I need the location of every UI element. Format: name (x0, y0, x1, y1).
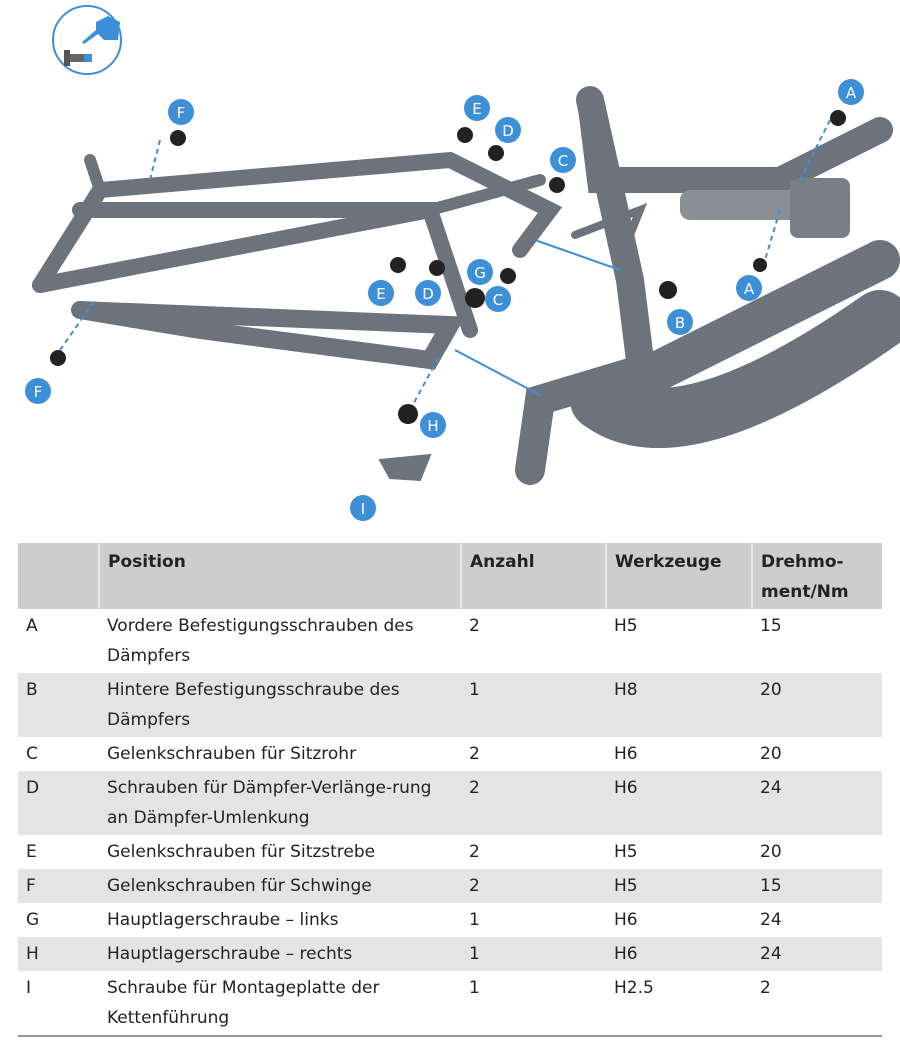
cell-tool: H5 (614, 616, 638, 636)
table-row: G Hauptlagerschraube – links 1 H6 24 (18, 903, 882, 937)
cell-torque: 24 (760, 910, 782, 930)
cell-description: Vordere Befestigungsschrauben des Dämpfe… (107, 616, 414, 666)
table-row: C Gelenkschrauben für Sitzrohr 2 H6 20 (18, 737, 882, 771)
label-G: G (467, 259, 493, 285)
cell-description: Gelenkschrauben für Sitzstrebe (107, 842, 376, 862)
cell-position-letter: A (26, 616, 38, 636)
header-werkzeuge: Werkzeuge (606, 543, 753, 609)
cell-quantity: 2 (469, 744, 480, 764)
svg-text:A: A (744, 280, 755, 298)
main-frame (378, 86, 900, 485)
cell-quantity: 1 (469, 910, 480, 930)
label-D-bottom: D (415, 280, 441, 306)
cell-description: Gelenkschrauben für Schwinge (99, 869, 461, 903)
svg-text:F: F (34, 383, 43, 401)
cell-position-letter: E (26, 842, 37, 862)
label-A-bottom: A (736, 275, 762, 301)
cell-tool: H6 (614, 744, 638, 764)
cell-position-letter: C (26, 744, 38, 764)
cell-torque: 15 (760, 616, 782, 636)
cell-description: Schrauben für Dämpfer-Verlänge-rung an D… (99, 771, 461, 835)
svg-text:G: G (474, 264, 486, 282)
svg-text:C: C (493, 291, 503, 309)
svg-text:H: H (427, 417, 438, 435)
cell-quantity: 2 (469, 616, 480, 636)
svg-text:I: I (361, 500, 365, 518)
cell-description: Hintere Befestigungsschraube des Dämpfer… (99, 673, 461, 737)
cell-description: Gelenkschrauben für Sitzrohr (107, 744, 357, 764)
label-A-top: A (838, 79, 864, 105)
cell-description: Hauptlagerschraube – rechts (99, 937, 461, 971)
label-H: H (420, 412, 446, 438)
screw-locker-icon (52, 5, 122, 75)
cell-quantity: 2 (469, 842, 480, 862)
cell-quantity: 2 (461, 771, 606, 835)
torque-table: Position Anzahl Werkzeuge Drehmo- ment/N… (18, 543, 882, 1037)
header-anzahl: Anzahl (461, 543, 607, 609)
cell-torque: 24 (752, 771, 882, 835)
rear-triangle (32, 151, 563, 370)
cell-position-letter: F (18, 869, 99, 903)
svg-text:D: D (422, 285, 434, 303)
cell-position-letter: G (26, 910, 40, 930)
exploded-frame-diagram: F E D C A G E D C B A F H I (25, 5, 900, 521)
label-C-bottom: C (485, 286, 511, 312)
callout-lines (59, 119, 831, 411)
cell-tool: H5 (606, 869, 752, 903)
cell-tool: H5 (614, 842, 638, 862)
cell-quantity: 1 (461, 971, 606, 1037)
svg-text:D: D (502, 122, 514, 140)
cell-quantity: 2 (461, 869, 606, 903)
cell-description: Schraube für Montageplatte der Kettenfüh… (99, 971, 461, 1037)
cell-torque: 20 (752, 673, 882, 737)
cell-position-letter: I (18, 971, 99, 1037)
table-row: E Gelenkschrauben für Sitzstrebe 2 H5 20 (18, 835, 882, 869)
table-header-row: Position Anzahl Werkzeuge Drehmo- ment/N… (18, 543, 882, 609)
cell-torque: 15 (752, 869, 882, 903)
header-letter (18, 543, 100, 609)
svg-text:B: B (675, 314, 685, 332)
position-labels: F E D C A G E D C B A F H I (25, 79, 864, 521)
label-B: B (667, 309, 693, 335)
svg-text:E: E (376, 285, 385, 303)
cell-torque: 20 (760, 744, 782, 764)
svg-text:C: C (558, 152, 568, 170)
screws (50, 110, 846, 424)
label-E-top: E (464, 95, 490, 121)
cell-position-letter: D (18, 771, 99, 835)
cell-tool: H6 (606, 771, 752, 835)
cell-quantity: 1 (461, 937, 606, 971)
svg-text:A: A (846, 84, 857, 102)
svg-text:F: F (177, 104, 186, 122)
cell-tool: H6 (606, 937, 752, 971)
header-position: Position (99, 543, 462, 609)
label-E-bottom: E (368, 280, 394, 306)
cell-tool: H6 (614, 910, 638, 930)
cell-tool: H8 (606, 673, 752, 737)
cell-position-letter: B (18, 673, 99, 737)
cell-tool: H2.5 (606, 971, 752, 1037)
label-D-top: D (495, 117, 521, 143)
table-row: A Vordere Befestigungsschrauben des Dämpf… (18, 609, 882, 673)
cell-torque: 24 (752, 937, 882, 971)
svg-text:E: E (472, 100, 481, 118)
cell-torque: 2 (752, 971, 882, 1037)
cell-position-letter: H (18, 937, 99, 971)
cell-torque: 20 (760, 842, 782, 862)
header-drehmoment: Drehmo- ment/Nm (752, 543, 882, 609)
cell-description: Hauptlagerschraube – links (107, 910, 339, 930)
label-I: I (350, 495, 376, 521)
label-F-bottom: F (25, 378, 51, 404)
label-F-top: F (168, 99, 194, 125)
cell-quantity: 1 (461, 673, 606, 737)
label-C-top: C (550, 147, 576, 173)
